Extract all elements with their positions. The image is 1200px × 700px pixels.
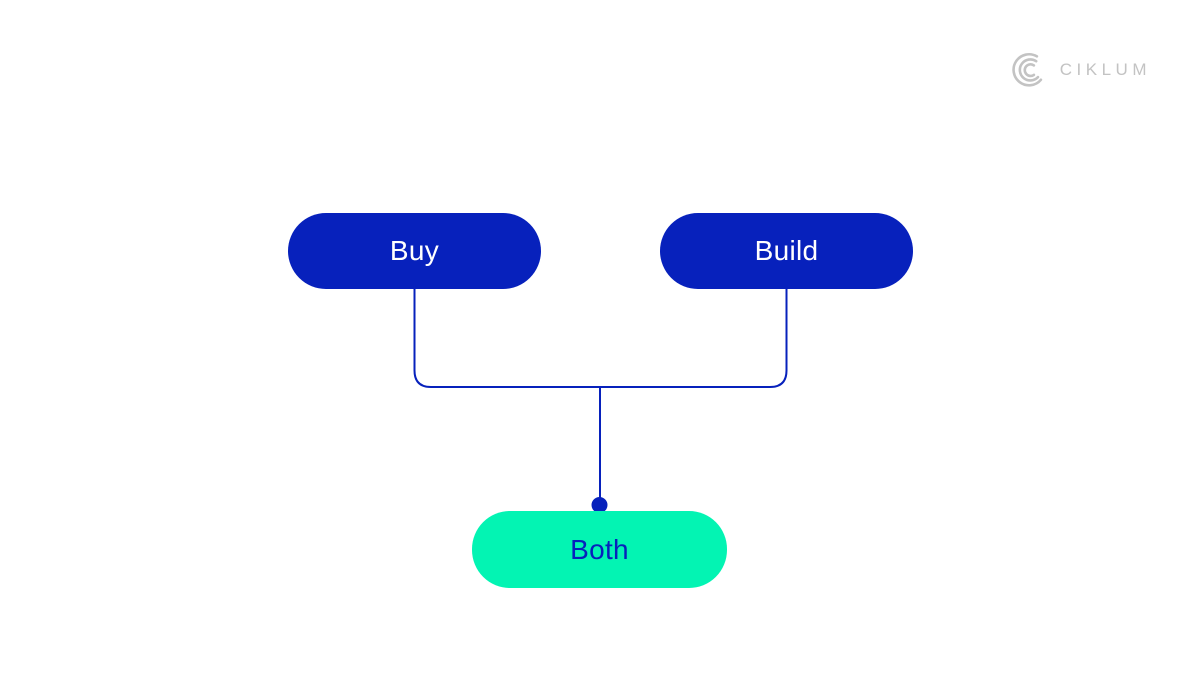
node-both: Both <box>472 511 727 588</box>
node-both-label: Both <box>570 533 629 565</box>
node-build: Build <box>660 213 913 289</box>
node-buy-label: Buy <box>389 235 440 266</box>
node-build-label: Build <box>754 235 819 266</box>
ciklum-logo-icon <box>1012 53 1042 87</box>
ciklum-logo-text: CIKLUM <box>1059 60 1151 79</box>
merge-bracket-line <box>413 289 788 388</box>
node-buy: Buy <box>288 213 541 289</box>
ciklum-logo: CIKLUM <box>1008 49 1151 91</box>
